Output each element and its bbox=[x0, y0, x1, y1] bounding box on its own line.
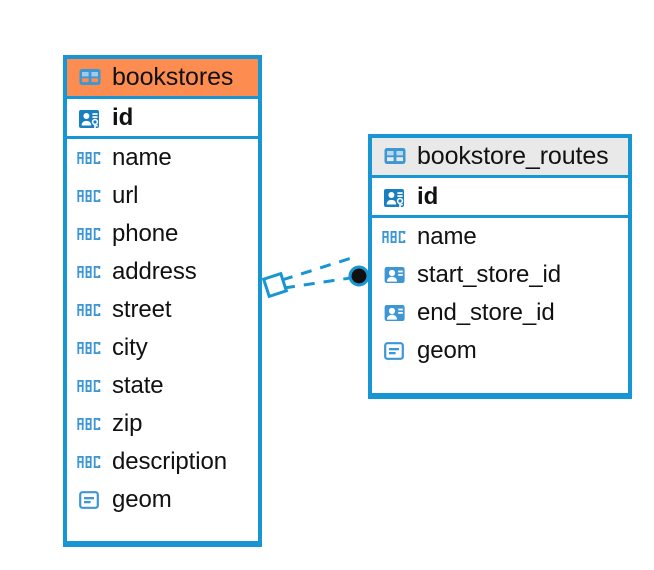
field-row-name[interactable]: name bbox=[67, 139, 258, 177]
entity-bookstore-routes[interactable]: bookstore_routes id bbox=[368, 134, 632, 399]
field-label: geom bbox=[417, 336, 477, 364]
field-label: id bbox=[417, 183, 439, 211]
field-label: end_store_id bbox=[417, 298, 555, 326]
field-label: geom bbox=[112, 485, 172, 513]
table-icon bbox=[77, 64, 103, 90]
field-row-zip[interactable]: zip bbox=[67, 405, 258, 443]
field-list-bookstore-routes: id bbox=[372, 178, 628, 372]
field-label: name bbox=[112, 143, 172, 171]
entity-title: bookstore_routes bbox=[417, 142, 609, 170]
entity-header-bookstores[interactable]: bookstores bbox=[67, 59, 258, 99]
abc-text-icon bbox=[77, 449, 103, 475]
field-label: id bbox=[112, 104, 134, 132]
table-icon bbox=[382, 143, 408, 169]
field-row-street[interactable]: street bbox=[67, 291, 258, 329]
abc-text-icon bbox=[77, 221, 103, 247]
abc-text-icon bbox=[382, 224, 408, 250]
relationship-diamond-marker bbox=[261, 271, 289, 299]
abc-text-icon bbox=[77, 335, 103, 361]
field-row-start-store-id[interactable]: start_store_id bbox=[372, 256, 628, 294]
field-row-phone[interactable]: phone bbox=[67, 215, 258, 253]
abc-text-icon bbox=[77, 183, 103, 209]
field-label: address bbox=[112, 257, 197, 285]
field-row-end-store-id[interactable]: end_store_id bbox=[372, 294, 628, 332]
field-label: city bbox=[112, 333, 148, 361]
field-label: start_store_id bbox=[417, 260, 562, 288]
field-row-address[interactable]: address bbox=[67, 253, 258, 291]
relationship-circle-ring bbox=[348, 265, 370, 287]
field-list-bookstores: id bbox=[67, 99, 258, 521]
abc-text-icon bbox=[77, 373, 103, 399]
field-label: zip bbox=[112, 409, 143, 437]
field-label: url bbox=[112, 181, 139, 209]
entity-header-bookstore-routes[interactable]: bookstore_routes bbox=[372, 138, 628, 178]
field-label: state bbox=[112, 371, 164, 399]
primary-key-icon bbox=[382, 185, 408, 211]
field-row-city[interactable]: city bbox=[67, 329, 258, 367]
field-label: name bbox=[417, 222, 477, 250]
field-label: phone bbox=[112, 219, 179, 247]
abc-text-icon bbox=[77, 145, 103, 171]
field-row-name[interactable]: name bbox=[372, 218, 628, 256]
field-row-id[interactable]: id bbox=[372, 180, 628, 218]
field-row-description[interactable]: description bbox=[67, 443, 258, 481]
abc-text-icon bbox=[77, 411, 103, 437]
field-row-url[interactable]: url bbox=[67, 177, 258, 215]
field-row-geom[interactable]: geom bbox=[372, 332, 628, 370]
entity-title: bookstores bbox=[112, 63, 234, 91]
field-row-id[interactable]: id bbox=[67, 101, 258, 139]
abc-text-icon bbox=[77, 297, 103, 323]
entity-bookstores[interactable]: bookstores id bbox=[63, 55, 262, 547]
field-label: description bbox=[112, 447, 227, 475]
foreign-key-icon bbox=[382, 262, 408, 288]
abc-text-icon bbox=[77, 259, 103, 285]
foreign-key-icon bbox=[382, 300, 408, 326]
relationship-circle-marker bbox=[351, 268, 367, 284]
field-label: street bbox=[112, 295, 172, 323]
relationship-line-lower bbox=[283, 275, 358, 290]
primary-key-icon bbox=[77, 106, 103, 132]
geometry-icon bbox=[382, 338, 408, 364]
geometry-icon bbox=[77, 487, 103, 513]
field-row-geom[interactable]: geom bbox=[67, 481, 258, 519]
field-row-state[interactable]: state bbox=[67, 367, 258, 405]
relationship-line-upper bbox=[281, 255, 355, 282]
